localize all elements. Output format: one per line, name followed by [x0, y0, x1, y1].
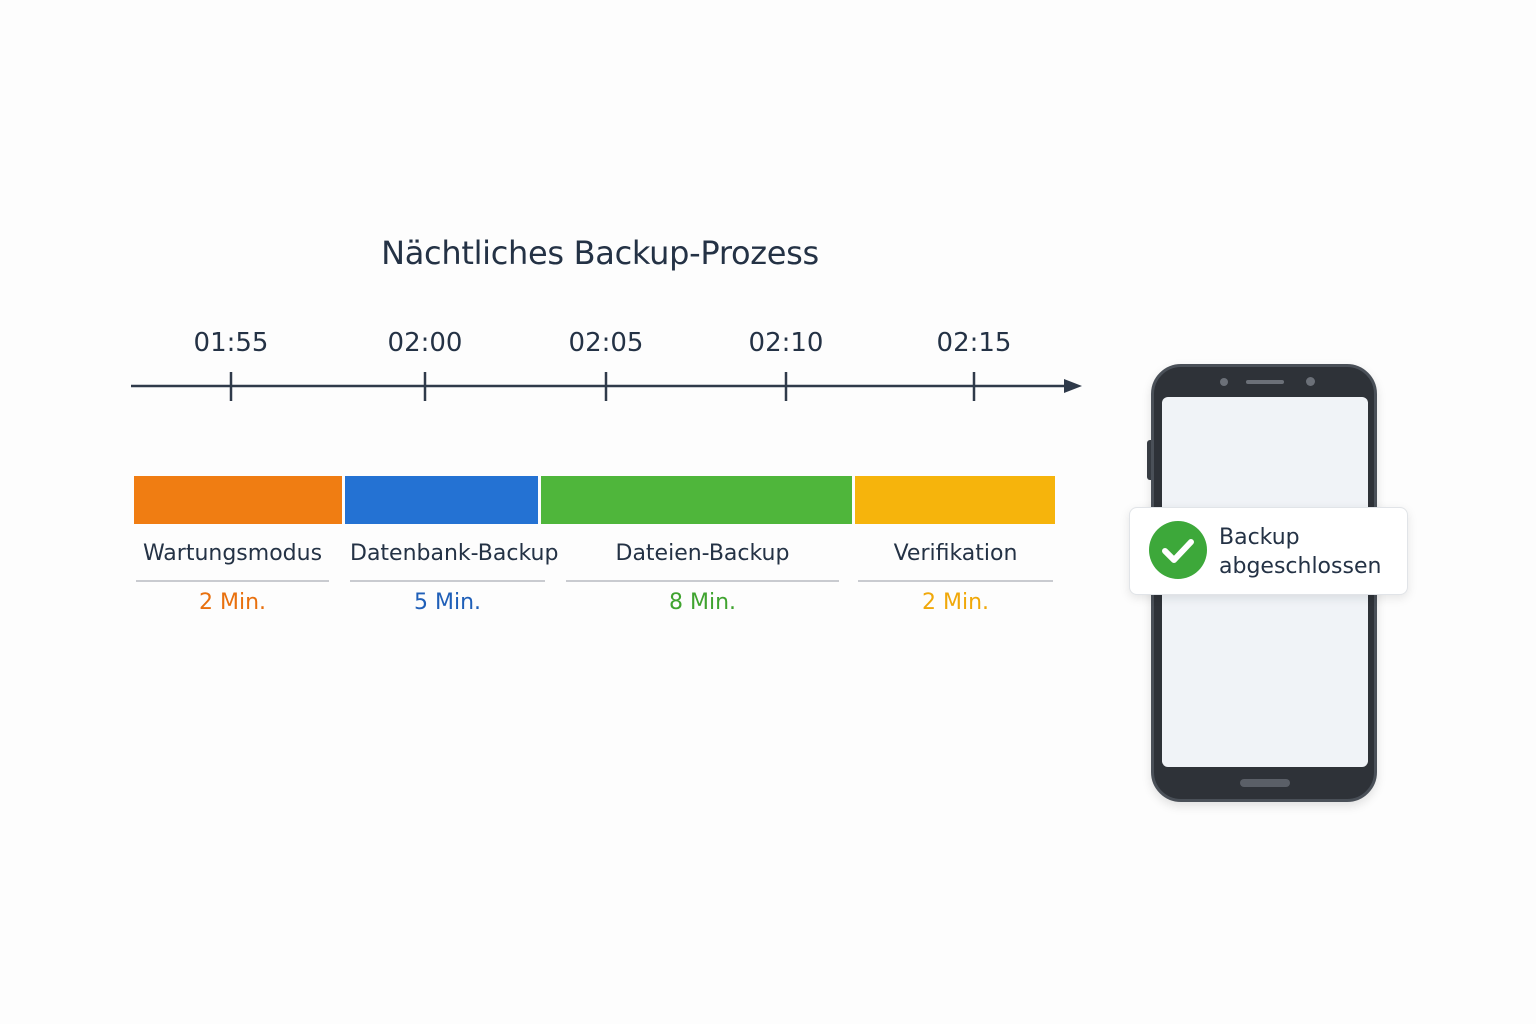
timeline-tick-label: 02:05 [568, 328, 644, 358]
timeline-tick-marks [229, 372, 976, 401]
phase-duration: 8 Min. [668, 590, 737, 615]
phase-duration: 2 Min. [198, 590, 267, 615]
phone-sensor-icon [1220, 378, 1228, 386]
phase-duration: 5 Min. [413, 590, 482, 615]
notification-line-1: Backup [1219, 525, 1300, 550]
phase-name: Verifikation [893, 541, 1018, 566]
backup-complete-notification[interactable]: Backup abgeschlossen [1129, 507, 1408, 595]
phone-camera-icon [1306, 377, 1315, 386]
timeline-arrow-icon [1064, 379, 1082, 393]
phase-duration: 2 Min. [921, 590, 990, 615]
notification-message: Backup abgeschlossen [1219, 523, 1381, 581]
phase-bar [541, 476, 852, 524]
phone-side-button [1147, 440, 1153, 480]
page-title: Nächtliches Backup-Prozess [381, 234, 819, 272]
timeline-tick-label: 02:15 [936, 328, 1012, 358]
phase-name: Datenbank-Backup [350, 541, 559, 566]
phase-name: Wartungsmodus [142, 541, 323, 566]
notification-line-2: abgeschlossen [1219, 554, 1382, 579]
phase-bar [134, 476, 342, 524]
timeline-tick-label: 02:10 [748, 328, 824, 358]
timeline-tick-label: 01:55 [193, 328, 269, 358]
phase-divider [858, 580, 1053, 582]
phone-speaker-icon [1246, 380, 1284, 384]
phase-name: Dateien-Backup [615, 541, 790, 566]
phase-bar [345, 476, 538, 524]
phase-divider [136, 580, 329, 582]
phone-home-button [1240, 779, 1290, 787]
check-circle-icon [1149, 521, 1207, 579]
phase-divider [566, 580, 839, 582]
phase-bar [855, 476, 1055, 524]
phase-divider [350, 580, 545, 582]
timeline-tick-label: 02:00 [387, 328, 463, 358]
